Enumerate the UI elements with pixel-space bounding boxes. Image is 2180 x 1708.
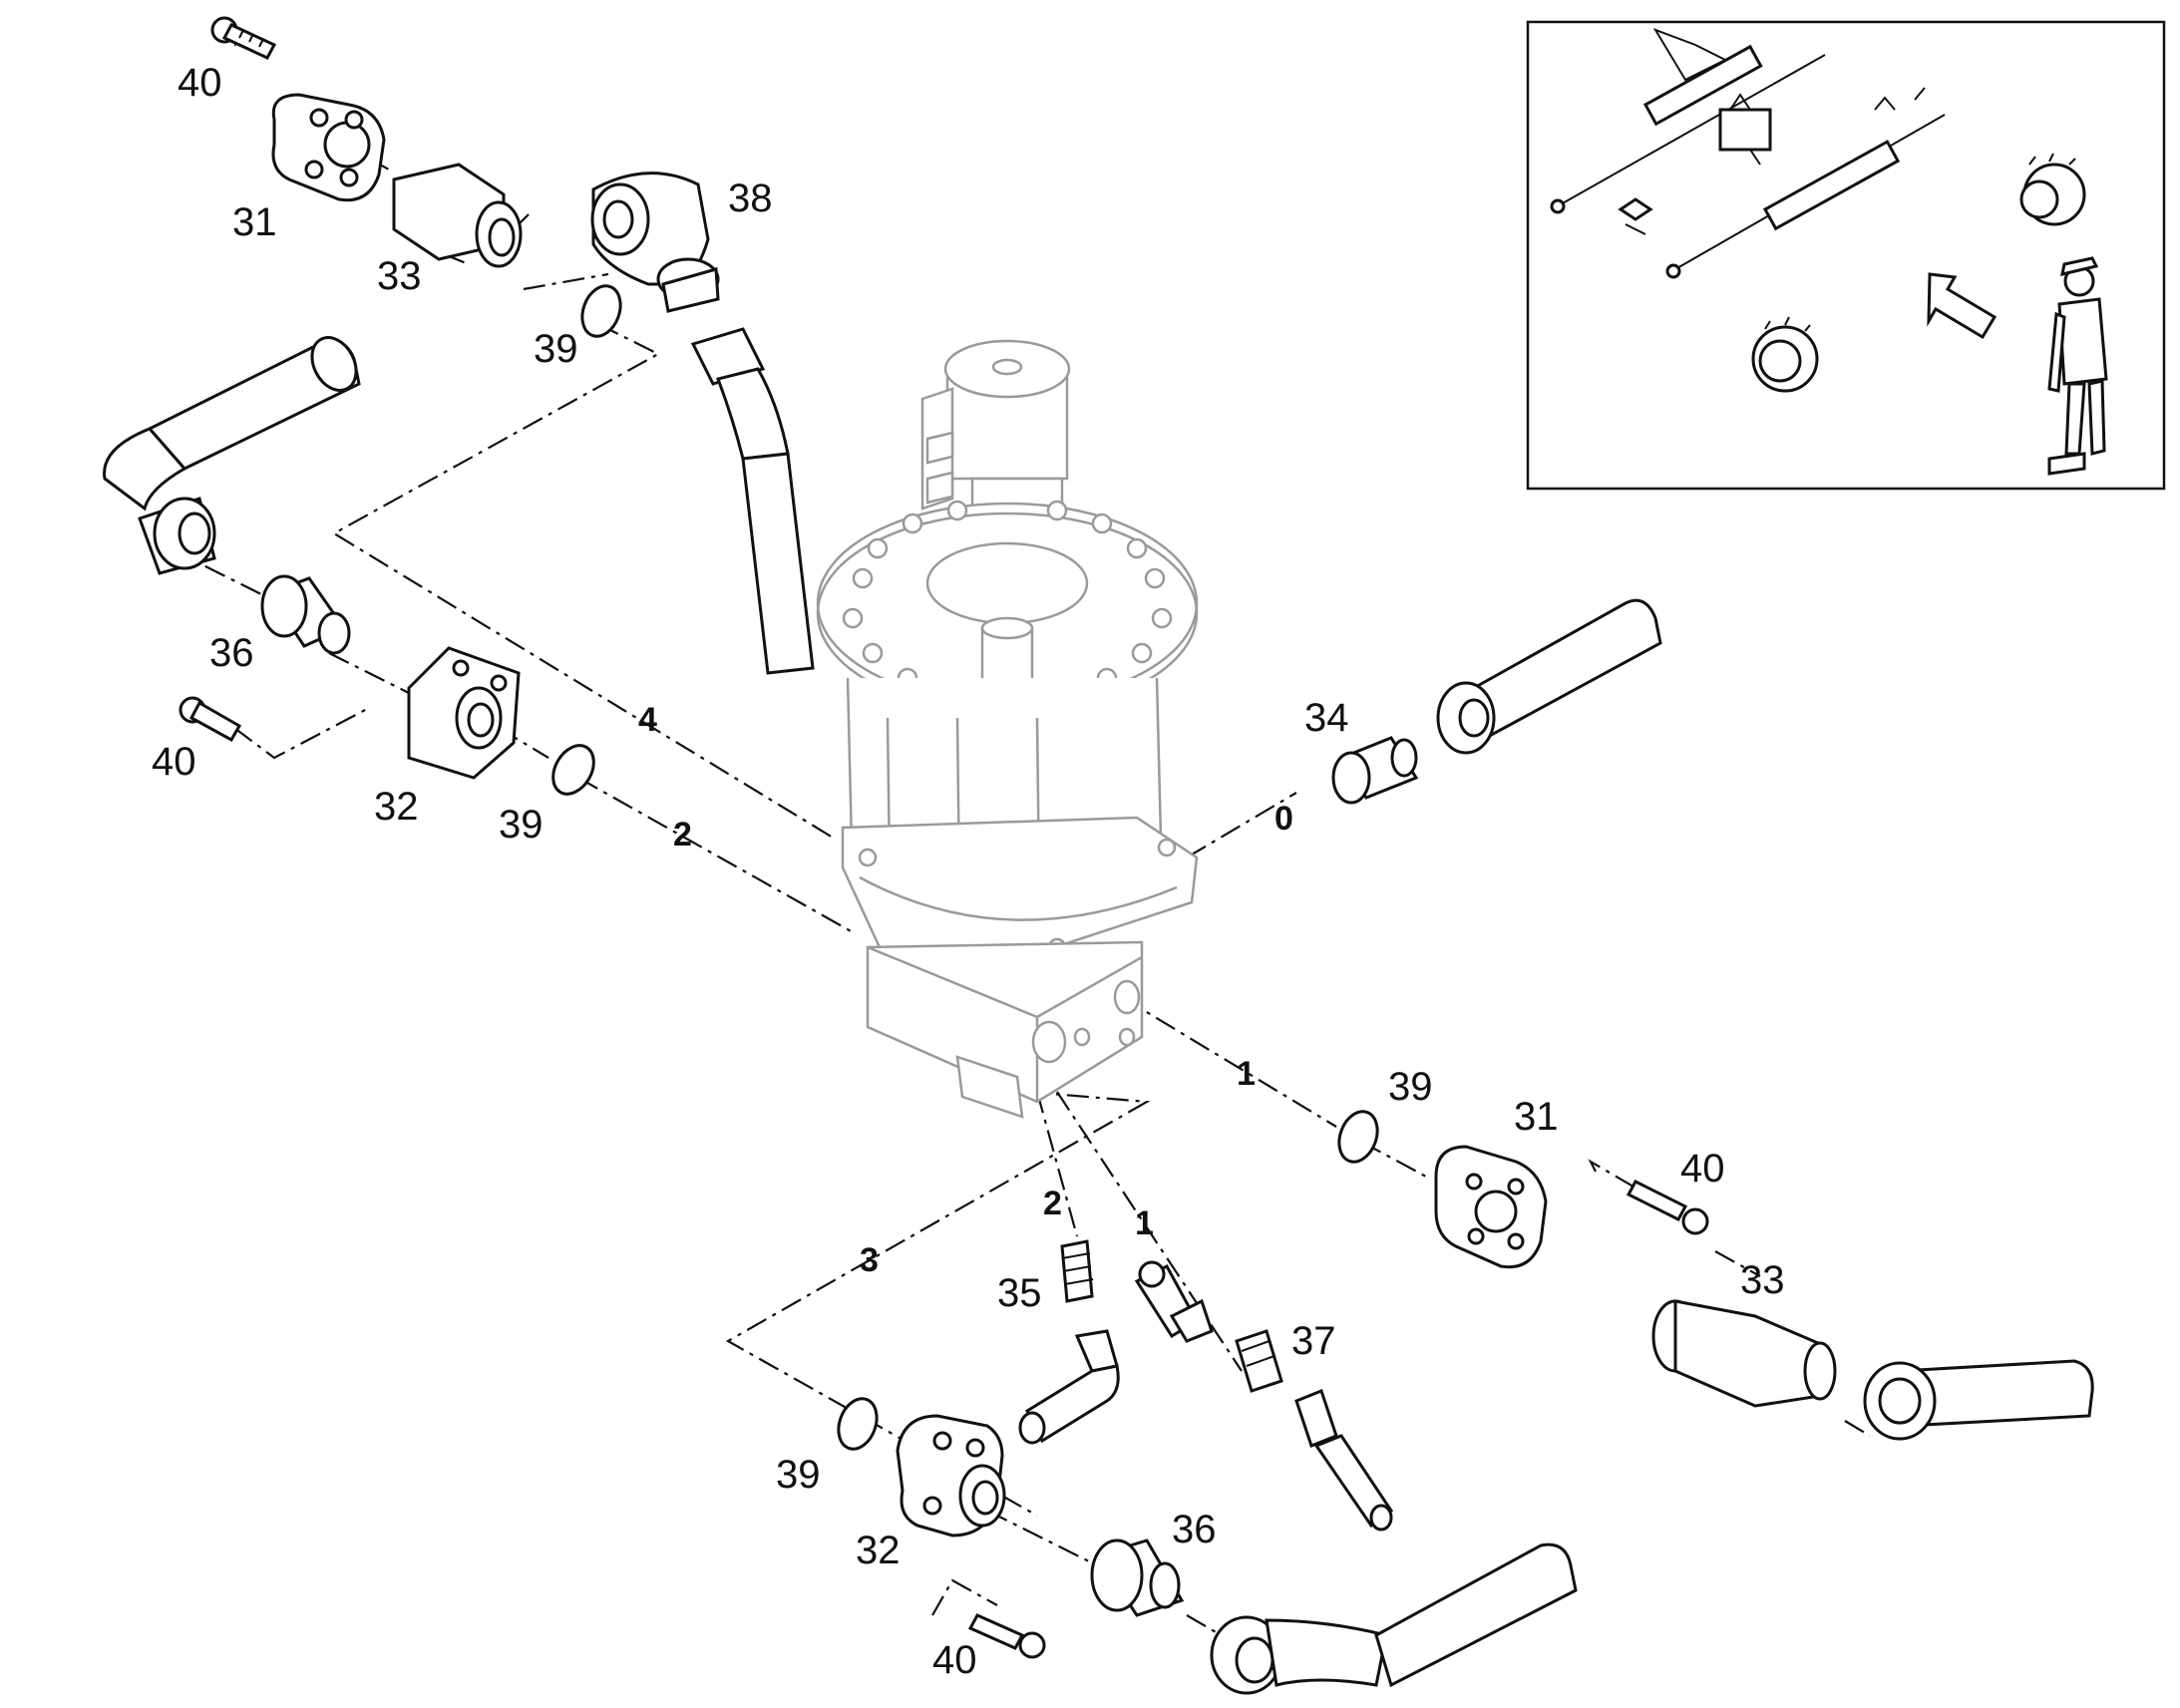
callout-40: 40 (152, 740, 196, 784)
callout-31: 31 (1514, 1095, 1559, 1139)
hydraulic-motor (816, 339, 1199, 1119)
port-label-0: 0 (1274, 800, 1293, 838)
adapter-36-bottom (1090, 1538, 1185, 1617)
bolt-40-top (210, 16, 277, 60)
callout-39: 39 (534, 327, 578, 371)
hose-left (103, 336, 361, 575)
hose-right-bottom (1863, 1359, 2094, 1441)
view-direction-arrow (1927, 272, 1998, 340)
oring-39-bottom (837, 1397, 879, 1451)
oring-39-left (551, 744, 595, 796)
bolt-40-right (1626, 1180, 1709, 1235)
port-label-1: 1 (1135, 1204, 1154, 1242)
fitting-33-right (1651, 1299, 1837, 1408)
hose-right-top (1436, 598, 1662, 755)
port-labels: 4 2 0 1 2 1 3 (638, 701, 1293, 1279)
bolt-40-bottom (967, 1613, 1046, 1659)
callout-40: 40 (932, 1638, 977, 1682)
callout-35: 35 (997, 1271, 1042, 1315)
port-label-3: 3 (860, 1241, 879, 1279)
flange-32-bottom (896, 1414, 1006, 1537)
callout-32: 32 (374, 785, 419, 829)
hose-top-center (690, 327, 815, 675)
callout-39: 39 (776, 1453, 821, 1497)
callout-40: 40 (1680, 1147, 1725, 1191)
callout-33: 33 (377, 254, 422, 298)
callout-37: 37 (1291, 1319, 1336, 1363)
inset-cylinder-upper (1550, 28, 1826, 214)
tube-35 (1018, 1329, 1120, 1445)
bolt-40-left (179, 696, 242, 743)
adapter-35 (1060, 1239, 1094, 1303)
callout-36: 36 (1172, 1508, 1217, 1551)
tube-37-left (1134, 1260, 1214, 1343)
hose-bottom (1210, 1542, 1578, 1695)
flange-31-top (271, 93, 386, 202)
callout-32: 32 (856, 1529, 901, 1572)
port-label-2: 2 (1043, 1185, 1062, 1222)
callout-39: 39 (499, 803, 544, 847)
elbow-38 (590, 171, 720, 313)
callout-36: 36 (209, 631, 254, 675)
inset-cylinder-lower (1665, 87, 1946, 279)
port-label-2: 2 (673, 816, 692, 854)
callout-labels: 40 31 33 38 39 36 40 32 39 34 39 31 40 3… (152, 61, 1785, 1682)
inset-motor-gear-lower (1751, 316, 1819, 393)
inset-motor-gear-upper (2019, 153, 2086, 226)
oring-39-top (580, 284, 622, 338)
flange-32-left (407, 646, 521, 780)
port-label-1: 1 (1237, 1055, 1256, 1093)
fitting-33-top (392, 163, 523, 268)
callout-31: 31 (232, 200, 277, 244)
callout-34: 34 (1304, 696, 1349, 740)
locator-inset (1526, 20, 2166, 491)
callout-38: 38 (728, 176, 773, 220)
adapter-34 (1331, 736, 1419, 805)
oring-39-right (1337, 1110, 1379, 1164)
callout-33: 33 (1740, 1258, 1785, 1302)
callout-39: 39 (1388, 1065, 1433, 1109)
callout-40: 40 (178, 61, 222, 105)
flange-31-right (1434, 1145, 1548, 1269)
port-label-4: 4 (638, 701, 657, 739)
inset-operator-figure (2047, 256, 2108, 476)
inset-valve-small (1618, 197, 1653, 235)
tee-37 (1235, 1329, 1283, 1393)
tube-37-right (1294, 1389, 1394, 1532)
adapter-36-left (260, 574, 351, 655)
